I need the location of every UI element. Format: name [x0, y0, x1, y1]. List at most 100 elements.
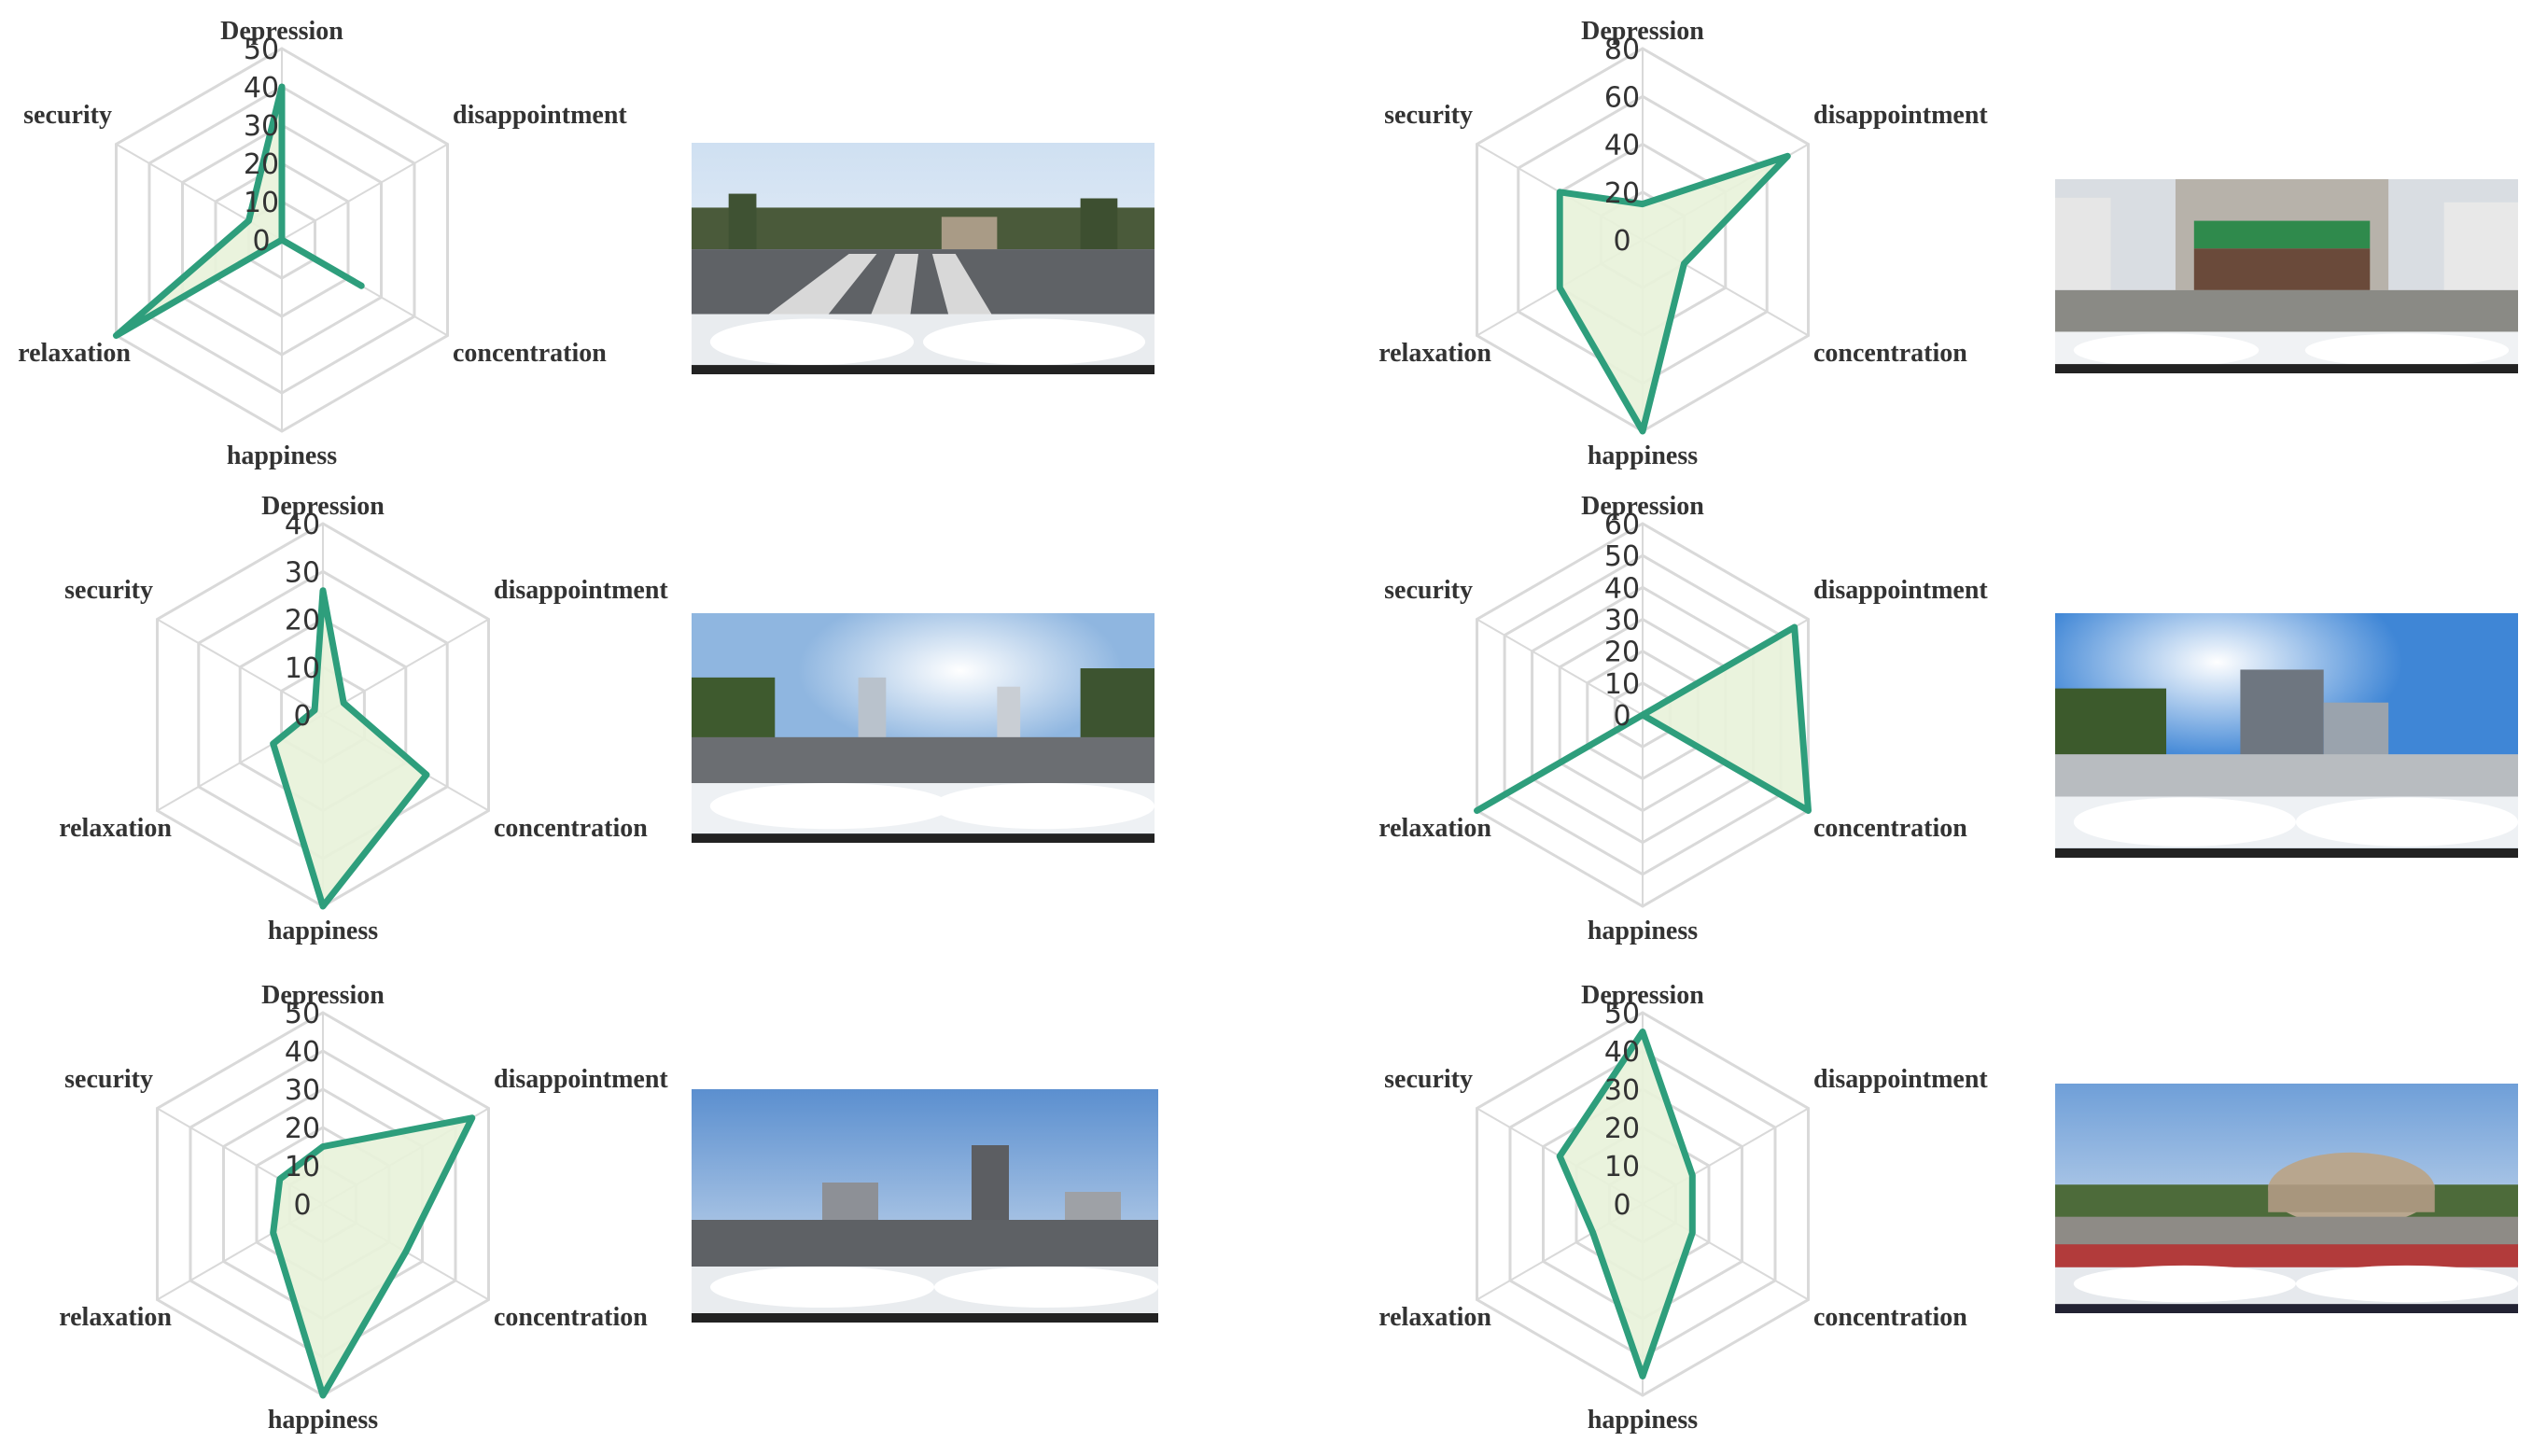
grid-spoke	[322, 618, 490, 716]
panorama-photo-1	[692, 143, 1155, 374]
tick-label: 20	[244, 148, 279, 181]
axis-label-security: security	[1384, 576, 1473, 605]
panorama-photo-5	[692, 1089, 1158, 1323]
tick-label: 30	[285, 556, 320, 589]
axis-label-relaxation: relaxation	[18, 339, 131, 368]
series-polygon	[1474, 623, 1812, 814]
tick-label: 80	[1604, 34, 1640, 66]
axis-label-depression: Depression	[261, 492, 385, 521]
axis-label-relaxation: relaxation	[59, 1303, 172, 1332]
axis-label-depression: Depression	[1581, 981, 1704, 1010]
grid-spoke	[156, 618, 324, 716]
tick-label: 40	[285, 1036, 320, 1069]
data-point-depression	[1640, 1029, 1645, 1035]
tick-label: 0	[293, 1189, 311, 1222]
data-point-disappointment	[1689, 1172, 1696, 1179]
tick-label: 20	[285, 1113, 320, 1145]
tick-label: 50	[244, 34, 279, 66]
axis-label-concentration: concentration	[494, 1303, 648, 1332]
axis-label-happiness: happiness	[1588, 917, 1698, 945]
data-point-concentration	[1689, 1229, 1696, 1236]
data-point-concentration	[424, 772, 429, 778]
tick-label: 30	[244, 110, 279, 143]
data-point-disappointment	[1791, 624, 1798, 630]
tick-label: 40	[1604, 130, 1640, 162]
tick-label: 10	[244, 187, 279, 219]
axis-label-happiness: happiness	[268, 917, 378, 945]
data-point-security	[1557, 189, 1563, 195]
data-point-relaxation	[270, 740, 276, 747]
panorama-photo-6	[2055, 1084, 2518, 1313]
tick-label: 20	[1604, 1113, 1640, 1145]
tick-label: 0	[252, 225, 270, 258]
tick-label: 0	[1613, 1189, 1630, 1222]
tick-label: 50	[285, 998, 320, 1030]
data-point-security	[245, 217, 252, 224]
tick-label: 20	[285, 605, 320, 637]
axis-label-security: security	[1384, 1065, 1473, 1094]
axis-label-relaxation: relaxation	[1378, 814, 1491, 843]
tick-label: 40	[244, 72, 279, 105]
axis-label-relaxation: relaxation	[1378, 339, 1491, 368]
tick-label: 60	[1604, 81, 1640, 114]
axis-label-security: security	[23, 101, 112, 130]
axis-label-concentration: concentration	[453, 339, 607, 368]
data-point-concentration	[1681, 260, 1687, 267]
axis-label-happiness: happiness	[1588, 441, 1698, 470]
axis-label-disappointment: disappointment	[1813, 576, 1988, 605]
data-point-happiness	[1640, 1373, 1645, 1379]
axis-label-depression: Depression	[261, 981, 385, 1010]
axis-label-disappointment: disappointment	[1813, 101, 1988, 130]
data-point-security	[276, 1176, 283, 1183]
data-point-happiness	[320, 1393, 326, 1398]
data-point-relaxation	[1589, 1229, 1596, 1236]
axis-label-security: security	[64, 1065, 153, 1094]
axis-label-depression: Depression	[1581, 492, 1704, 521]
tick-label: 0	[1613, 700, 1630, 733]
axis-label-happiness: happiness	[227, 441, 337, 470]
axis-label-security: security	[1384, 101, 1473, 130]
tick-label: 30	[1604, 605, 1640, 637]
panorama-photo-4	[2055, 613, 2518, 858]
axis-label-concentration: concentration	[1813, 339, 1967, 368]
radar-chart-6: 01020304050Depressiondisappointmentconce…	[1378, 981, 1988, 1435]
tick-label: 10	[1604, 668, 1640, 701]
axis-label-disappointment: disappointment	[453, 101, 627, 130]
tick-label: 60	[1604, 509, 1640, 541]
tick-label: 10	[1604, 1151, 1640, 1183]
grid-spoke	[281, 143, 449, 241]
data-point-happiness	[279, 237, 285, 243]
axis-label-concentration: concentration	[1813, 1303, 1967, 1332]
data-point-security	[1557, 1153, 1563, 1159]
axis-label-relaxation: relaxation	[59, 814, 172, 843]
axis-label-happiness: happiness	[268, 1406, 378, 1435]
tick-label: 50	[1604, 540, 1640, 573]
tick-label: 10	[285, 1151, 320, 1183]
data-point-relaxation	[270, 1229, 276, 1236]
panorama-photo-3	[692, 613, 1155, 843]
data-point-disappointment	[469, 1114, 475, 1121]
axis-label-depression: Depression	[1581, 17, 1704, 46]
data-point-concentration	[358, 283, 365, 289]
tick-label: 30	[285, 1074, 320, 1107]
tick-label: 20	[1604, 177, 1640, 210]
axis-label-happiness: happiness	[1588, 1406, 1698, 1435]
tick-label: 40	[1604, 572, 1640, 605]
data-point-disappointment	[1784, 153, 1791, 160]
tick-label: 20	[1604, 637, 1640, 669]
axis-label-security: security	[64, 576, 153, 605]
radar-chart-1: 01020304050Depressiondisappointmentconce…	[18, 17, 627, 470]
data-point-depression	[320, 1143, 326, 1150]
tick-label: 10	[285, 652, 320, 685]
data-point-security	[1640, 712, 1645, 718]
data-point-concentration	[1805, 807, 1812, 814]
data-point-depression	[320, 587, 326, 594]
radar-chart-4: 0102030405060Depressiondisappointmentcon…	[1378, 492, 1988, 945]
tick-label: 40	[285, 509, 320, 541]
data-point-relaxation	[113, 332, 119, 339]
tick-label: 0	[1613, 225, 1630, 258]
data-point-concentration	[402, 1249, 409, 1255]
axis-label-disappointment: disappointment	[1813, 1065, 1988, 1094]
